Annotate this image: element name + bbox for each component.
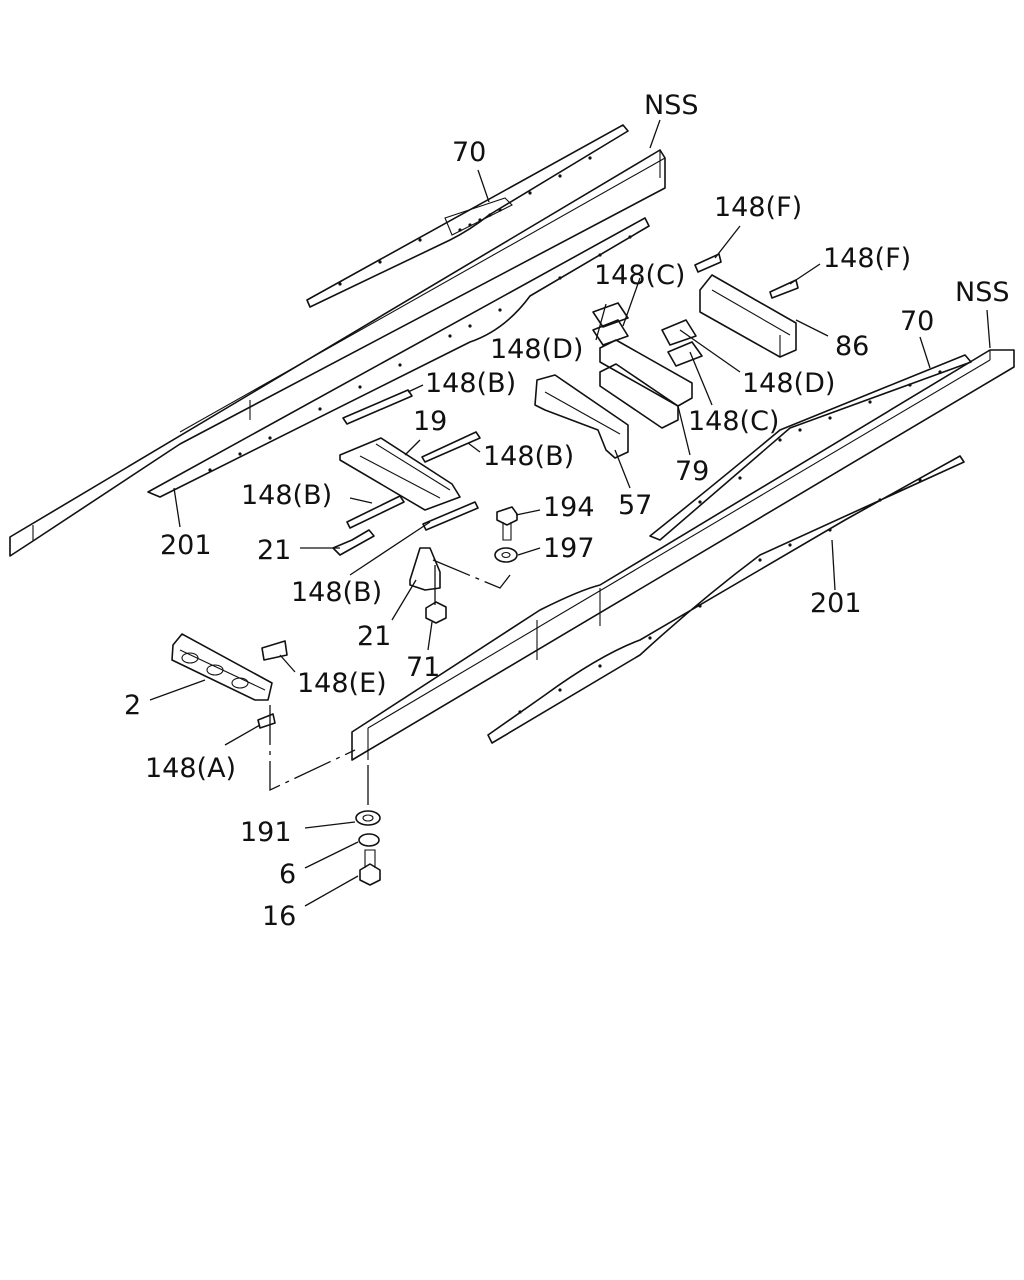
- callout-148f-1: 148(F): [714, 192, 802, 223]
- callout-148e: 148(E): [297, 668, 387, 699]
- callout-148d-1: 148(D): [490, 334, 583, 365]
- callout-2: 2: [124, 690, 141, 721]
- callout-71: 71: [406, 652, 440, 683]
- callout-21-1: 21: [257, 535, 291, 566]
- callout-148b-3: 148(B): [241, 480, 332, 511]
- callout-70-right: 70: [900, 306, 934, 337]
- assembly-centerline: [269, 559, 511, 810]
- callout-6: 6: [279, 859, 296, 890]
- callout-labels: NSS 70 148(F) 148(F) 148(C) NSS 70 148(D…: [124, 90, 1009, 932]
- right-reinforcement-plate-70: [649, 354, 972, 541]
- leader-lines: [149, 119, 991, 907]
- callout-201-left: 201: [160, 530, 212, 561]
- front-crossmember-2: [171, 633, 273, 701]
- callout-148b-4: 148(B): [291, 577, 382, 608]
- right-side-rail-nss: [351, 349, 1015, 761]
- top-side-rail-nss: [9, 149, 666, 557]
- callout-148f-2: 148(F): [823, 243, 911, 274]
- right-inner-liner-201: [487, 455, 965, 744]
- crossmember-86: [699, 274, 797, 358]
- callout-148b-2: 148(B): [483, 441, 574, 472]
- callout-201-right: 201: [810, 588, 862, 619]
- fasteners: [355, 506, 518, 886]
- crossmember-57: [534, 374, 629, 459]
- callout-191: 191: [240, 817, 292, 848]
- callout-86: 86: [835, 331, 869, 362]
- callout-19: 19: [413, 406, 447, 437]
- mounting-holes: [208, 156, 942, 714]
- callout-148c-1: 148(C): [594, 260, 685, 291]
- callout-148a: 148(A): [145, 753, 236, 784]
- top-inner-liner-201: [147, 217, 650, 498]
- callout-197: 197: [543, 533, 595, 564]
- callout-57: 57: [618, 490, 652, 521]
- callout-148d-2: 148(D): [742, 368, 835, 399]
- callout-nss-top: NSS: [644, 90, 698, 121]
- crossmember-19: [339, 437, 461, 511]
- callout-148b-1: 148(B): [425, 368, 516, 399]
- top-reinforcement-plate-70: [306, 124, 629, 308]
- callout-nss-right: NSS: [955, 277, 1009, 308]
- callout-194: 194: [543, 492, 595, 523]
- callout-21-2: 21: [357, 621, 391, 652]
- gusset-plates: [257, 253, 799, 729]
- callout-70-top: 70: [452, 137, 486, 168]
- callout-16: 16: [262, 901, 296, 932]
- callout-79: 79: [675, 456, 709, 487]
- callout-148c-2: 148(C): [688, 406, 779, 437]
